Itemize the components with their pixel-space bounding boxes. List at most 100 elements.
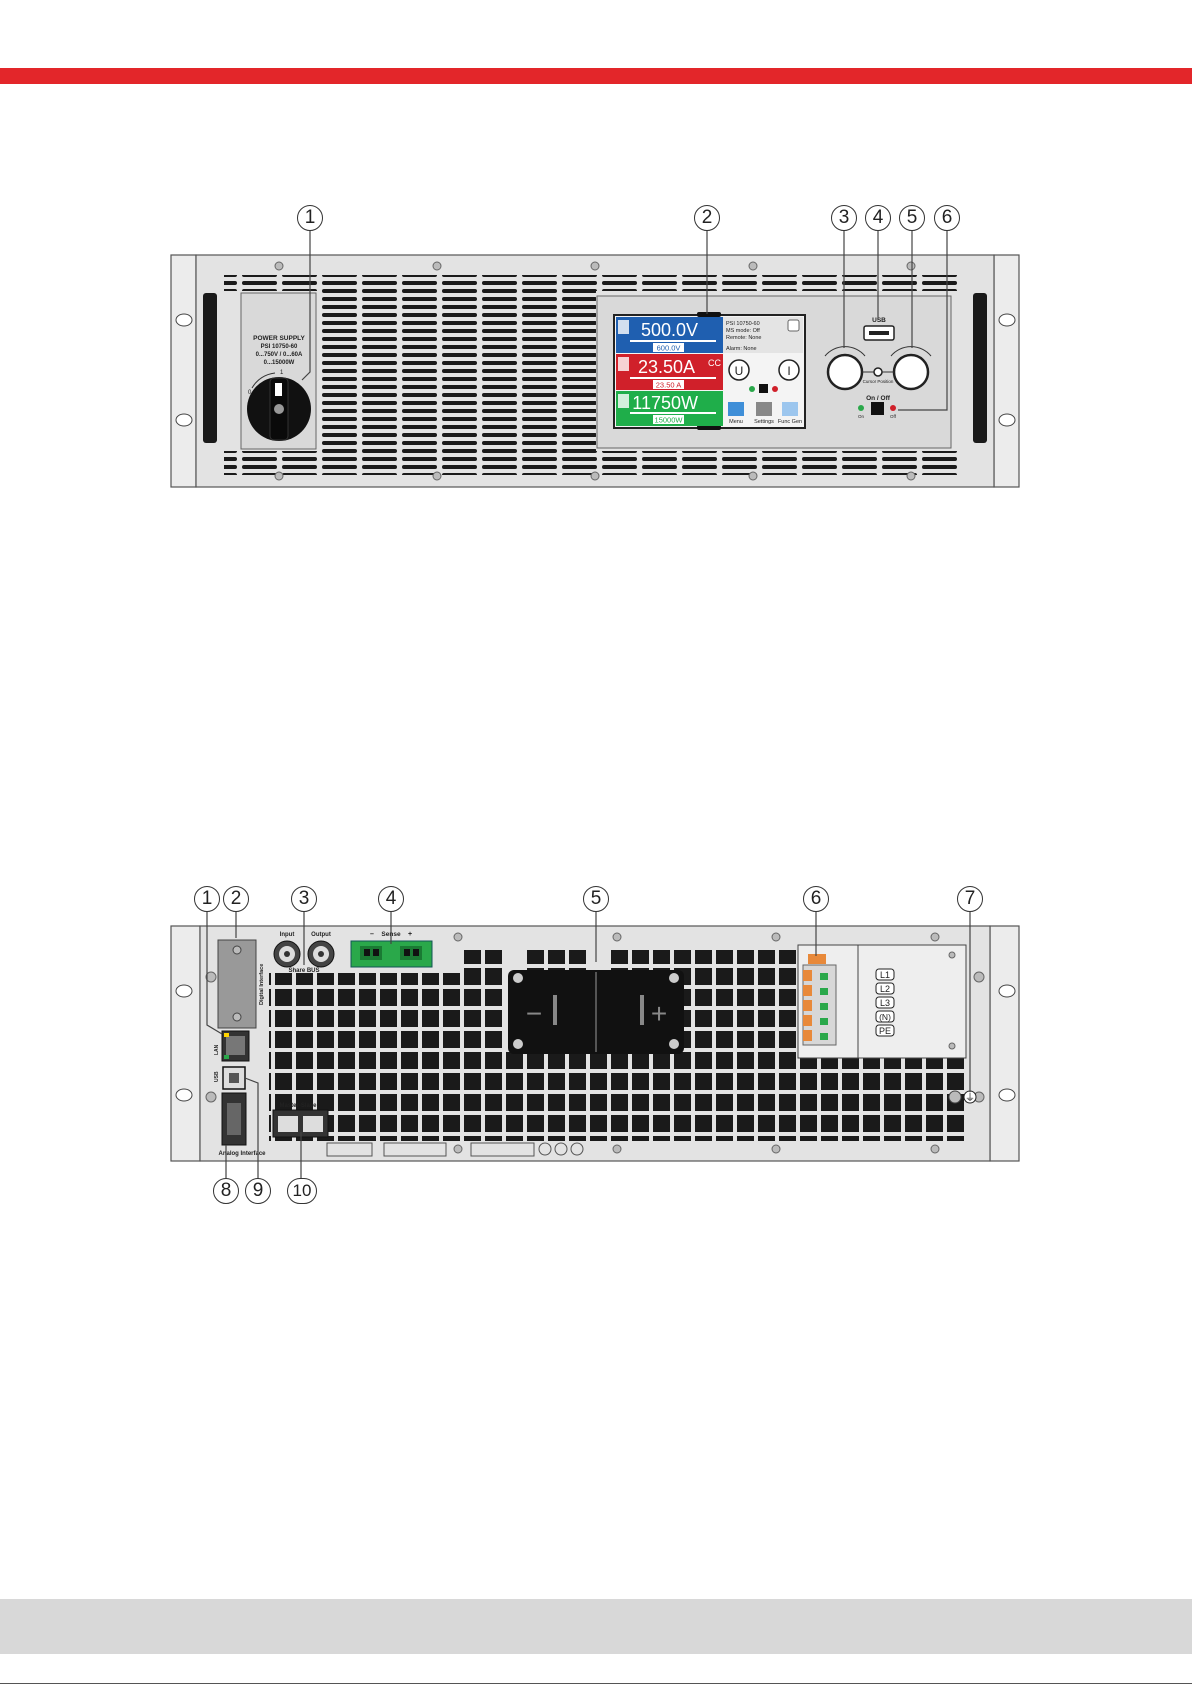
front-callout-2: 2 xyxy=(694,205,720,231)
settings-button[interactable] xyxy=(756,402,772,416)
onoff-button[interactable] xyxy=(871,402,884,415)
rear-callout-10: 10 xyxy=(287,1178,317,1204)
power-setpoint: 15000W xyxy=(655,416,684,425)
menu-button[interactable] xyxy=(728,402,744,416)
voltage-value: 500.0V xyxy=(641,320,698,340)
current-value: 23.50A xyxy=(638,357,695,377)
ac-terminal-labels xyxy=(875,968,895,1037)
rear-screws xyxy=(205,932,985,1154)
svg-text:(N): (N) xyxy=(879,1012,891,1022)
current-setpoint: 23.50 A xyxy=(656,381,681,390)
svg-text:Share BUS: Share BUS xyxy=(288,968,319,974)
rear-callout-1: 1 xyxy=(194,886,220,912)
rear-callout-7: 7 xyxy=(957,886,983,912)
rear-ear-hole xyxy=(998,1088,1016,1102)
switch-model: PSI 10750-60 xyxy=(261,344,298,350)
svg-text:+: + xyxy=(651,998,667,1029)
svg-text:Menu: Menu xyxy=(729,419,743,425)
svg-text:–: – xyxy=(370,931,374,938)
front-rack-ear-left xyxy=(170,254,197,488)
cursor-position-button[interactable] xyxy=(873,367,883,377)
voltage-knob[interactable] xyxy=(826,353,864,391)
svg-text:Func Gen: Func Gen xyxy=(778,419,802,425)
front-ear-hole xyxy=(175,413,193,427)
svg-text:Off: Off xyxy=(890,414,897,419)
footer-rule xyxy=(0,1683,1192,1684)
svg-text:+: + xyxy=(408,931,412,938)
front-callout-3: 3 xyxy=(831,205,857,231)
svg-text:USB: USB xyxy=(214,1071,220,1082)
rear-vents-top-c xyxy=(609,950,672,971)
rear-callout-4: 4 xyxy=(378,886,404,912)
front-rack-ear-right xyxy=(993,254,1020,488)
rear-ear-hole xyxy=(175,1088,193,1102)
front-panel-diagram: POWER SUPPLY PSI 10750-60 0...750V / 0..… xyxy=(170,231,1020,488)
svg-text:On: On xyxy=(858,414,865,419)
front-ear-hole xyxy=(998,313,1016,327)
info-alarm: Alarm: None xyxy=(726,346,757,352)
front-callout-5: 5 xyxy=(899,205,925,231)
analog-interface-port[interactable] xyxy=(221,1092,247,1146)
funcgen-button[interactable] xyxy=(782,402,798,416)
svg-text:I: I xyxy=(787,364,790,378)
rear-callout-3: 3 xyxy=(291,886,317,912)
front-screws xyxy=(274,261,916,481)
rear-callout-2: 2 xyxy=(223,886,249,912)
front-vents-middle xyxy=(320,291,596,451)
svg-text:LAN: LAN xyxy=(214,1044,220,1055)
rear-vents-far-right xyxy=(798,1058,966,1141)
rear-rack-ear-right xyxy=(989,925,1020,1162)
rear-ear-hole xyxy=(175,984,193,998)
info-model: PSI 10750-60 xyxy=(726,321,760,327)
front-vents-right-top xyxy=(596,275,960,291)
front-vents-lower xyxy=(224,451,960,475)
front-callout-1: 1 xyxy=(297,205,323,231)
current-knob[interactable] xyxy=(892,353,930,391)
voltage-setpoint: 600.0V xyxy=(657,344,681,353)
rear-callout-6: 6 xyxy=(803,886,829,912)
switch-power: 0...15000W xyxy=(264,360,295,366)
front-handle-left xyxy=(203,293,217,443)
svg-text:L2: L2 xyxy=(880,984,890,994)
svg-text:L3: L3 xyxy=(880,998,890,1008)
svg-text:U: U xyxy=(735,364,744,378)
switch-ratings: 0...750V / 0...60A xyxy=(256,352,303,358)
svg-text:Output: Output xyxy=(311,932,331,938)
rear-vents-top-a xyxy=(462,950,504,973)
front-vents-upper xyxy=(224,275,596,291)
power-value: 11750W xyxy=(632,393,698,413)
onoff-label: On / Off xyxy=(866,395,891,402)
knob-i-icon[interactable] xyxy=(778,359,800,381)
rear-ear-hole xyxy=(998,984,1016,998)
front-handle-right xyxy=(973,293,987,443)
rear-panel-diagram: Digital Interface LAN USB Analog Interfa… xyxy=(170,911,1020,1181)
led-on xyxy=(858,405,864,411)
knob-u-icon[interactable] xyxy=(728,359,750,381)
analog-interface-label: Analog Interface xyxy=(218,1151,266,1157)
rear-vents-top-b xyxy=(525,950,588,971)
rear-callout-8: 8 xyxy=(213,1178,239,1204)
svg-text:1: 1 xyxy=(280,370,284,376)
svg-text:0: 0 xyxy=(248,390,252,396)
dc-minus-terminal xyxy=(553,995,557,1025)
switch-title: POWER SUPPLY xyxy=(253,335,305,342)
front-callout-4: 4 xyxy=(865,205,891,231)
svg-text:Settings: Settings xyxy=(754,419,774,425)
usb-label: USB xyxy=(872,317,886,324)
header-red-bar xyxy=(0,68,1192,84)
rear-vents-under-dc xyxy=(504,1052,672,1073)
rear-callout-9: 9 xyxy=(245,1178,271,1204)
rear-vents-right xyxy=(672,950,798,1141)
info-ms-mode: MS mode: Off xyxy=(726,328,760,334)
front-callout-lines xyxy=(301,231,948,411)
svg-text:−: − xyxy=(526,998,542,1029)
onoff-screen-button[interactable] xyxy=(759,384,768,393)
lock-icon[interactable] xyxy=(787,319,800,332)
front-ear-hole xyxy=(998,413,1016,427)
dc-plus-terminal xyxy=(640,995,644,1025)
cc-indicator: CC xyxy=(708,358,721,368)
ac-connector-pins xyxy=(803,970,812,1041)
svg-text:Input: Input xyxy=(280,932,295,938)
ground-screw[interactable] xyxy=(948,1090,962,1104)
led-off xyxy=(890,405,896,411)
